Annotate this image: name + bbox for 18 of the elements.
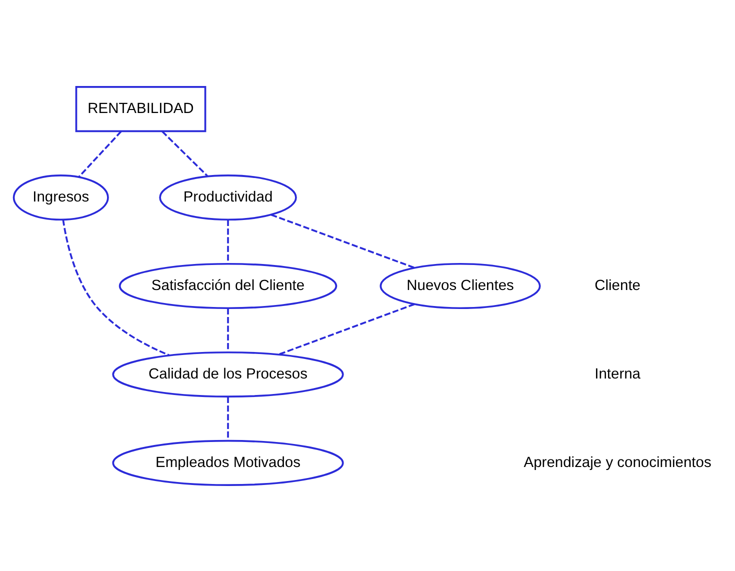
node-ellipse: Empleados Motivados (112, 439, 344, 486)
node-ellipse: Calidad de los Procesos (112, 350, 344, 398)
connector (62, 218, 170, 356)
connector (161, 130, 208, 176)
node-ellipse: Ingresos (12, 174, 108, 220)
label: Aprendizaje y conocimientos (523, 454, 711, 470)
connector (270, 213, 414, 268)
connector (226, 396, 228, 440)
node-ellipse: Productividad (158, 174, 296, 220)
connector (226, 220, 228, 264)
label: Cliente (594, 277, 640, 294)
connector (78, 130, 122, 178)
label: Interna (594, 366, 640, 382)
node-ellipse: Satisfacción del Cliente (118, 262, 337, 309)
connector (278, 302, 414, 355)
node-ellipse: Nuevos Clientes (379, 262, 540, 309)
node-box: RENTABILIDAD (74, 86, 206, 132)
connector (226, 308, 228, 352)
